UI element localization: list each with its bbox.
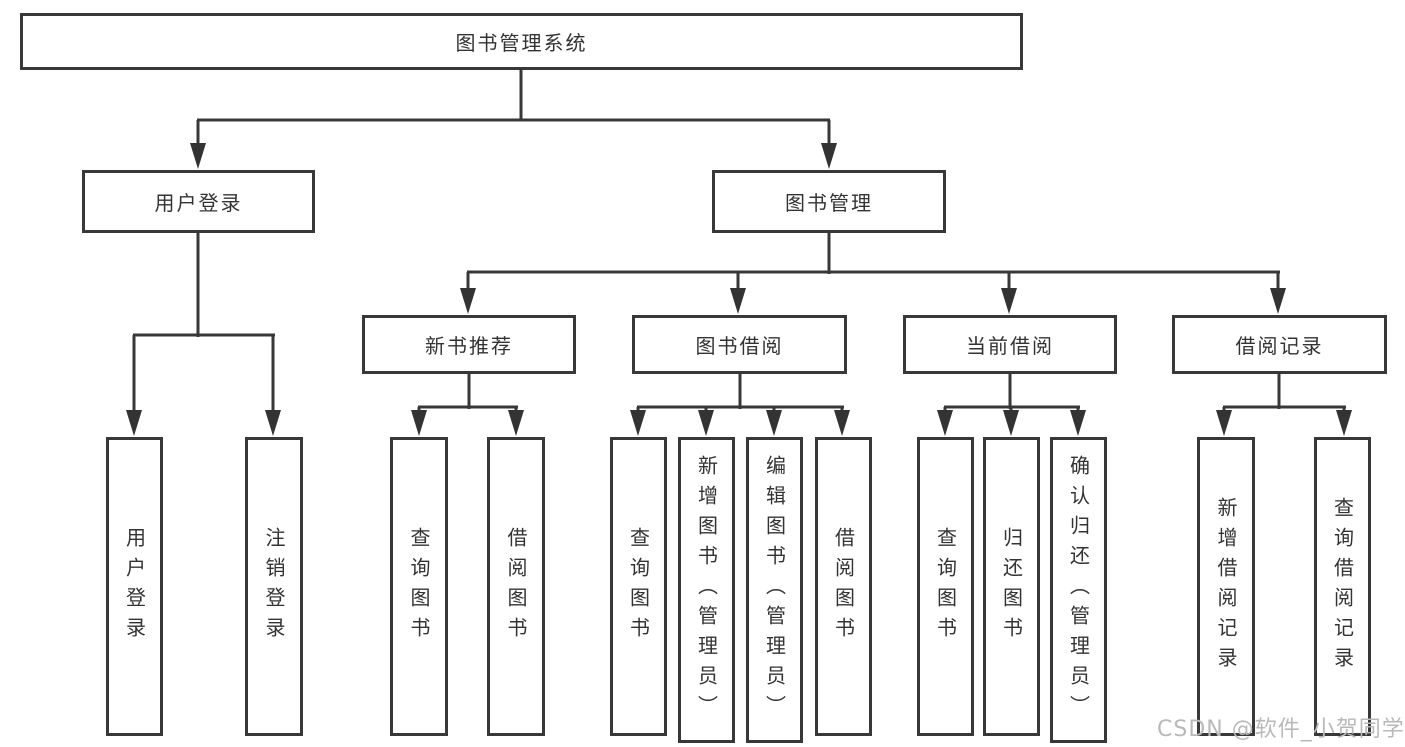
node-book-management: 图书管理: [712, 170, 946, 233]
leaf-query-book: 查询图书: [610, 437, 667, 736]
leaf-label: 查询借阅记录: [1330, 496, 1355, 677]
leaf-label: 查询图书: [933, 526, 958, 647]
leaf-label: 借阅图书: [831, 526, 856, 647]
node-borrow-records: 借阅记录: [1172, 315, 1387, 374]
leaf-add-borrow-record: 新增借阅记录: [1197, 437, 1255, 736]
csdn-watermark: CSDN @软件_小贺同学: [1157, 717, 1405, 742]
node-new-book-recommend: 新书推荐: [362, 315, 576, 374]
leaf-label: 查询图书: [407, 526, 431, 647]
leaf-label: 借阅图书: [504, 526, 528, 647]
leaf-query-book: 查询图书: [917, 437, 974, 736]
leaf-borrow-book: 借阅图书: [815, 437, 872, 736]
leaf-label: 归还图书: [999, 526, 1024, 647]
leaf-logout: 注销登录: [245, 437, 303, 736]
leaf-add-book-admin: 新增图书（管理员）: [678, 437, 735, 743]
node-current-borrow: 当前借阅: [903, 315, 1117, 374]
leaf-edit-book-admin: 编辑图书（管理员）: [746, 437, 803, 743]
leaf-label: 查询图书: [626, 526, 651, 647]
leaf-confirm-return-admin: 确认归还（管理员）: [1050, 437, 1107, 743]
leaf-query-borrow-record: 查询借阅记录: [1314, 437, 1371, 736]
node-book-borrow: 图书借阅: [632, 315, 847, 374]
leaf-label: 注销登录: [262, 526, 286, 647]
leaf-label: 新增借阅记录: [1214, 496, 1238, 677]
leaf-borrow-book: 借阅图书: [487, 437, 545, 736]
leaf-user-login: 用户登录: [106, 437, 163, 736]
leaf-label: 确认归还（管理员）: [1066, 455, 1091, 725]
node-user-login: 用户登录: [82, 170, 315, 233]
leaf-label: 新增图书（管理员）: [694, 455, 719, 725]
leaf-query-book: 查询图书: [390, 437, 448, 736]
leaf-label: 用户登录: [122, 526, 147, 647]
leaf-return-book: 归还图书: [983, 437, 1040, 736]
leaf-label: 编辑图书（管理员）: [762, 455, 787, 725]
node-library-management-system: 图书管理系统: [20, 13, 1023, 70]
